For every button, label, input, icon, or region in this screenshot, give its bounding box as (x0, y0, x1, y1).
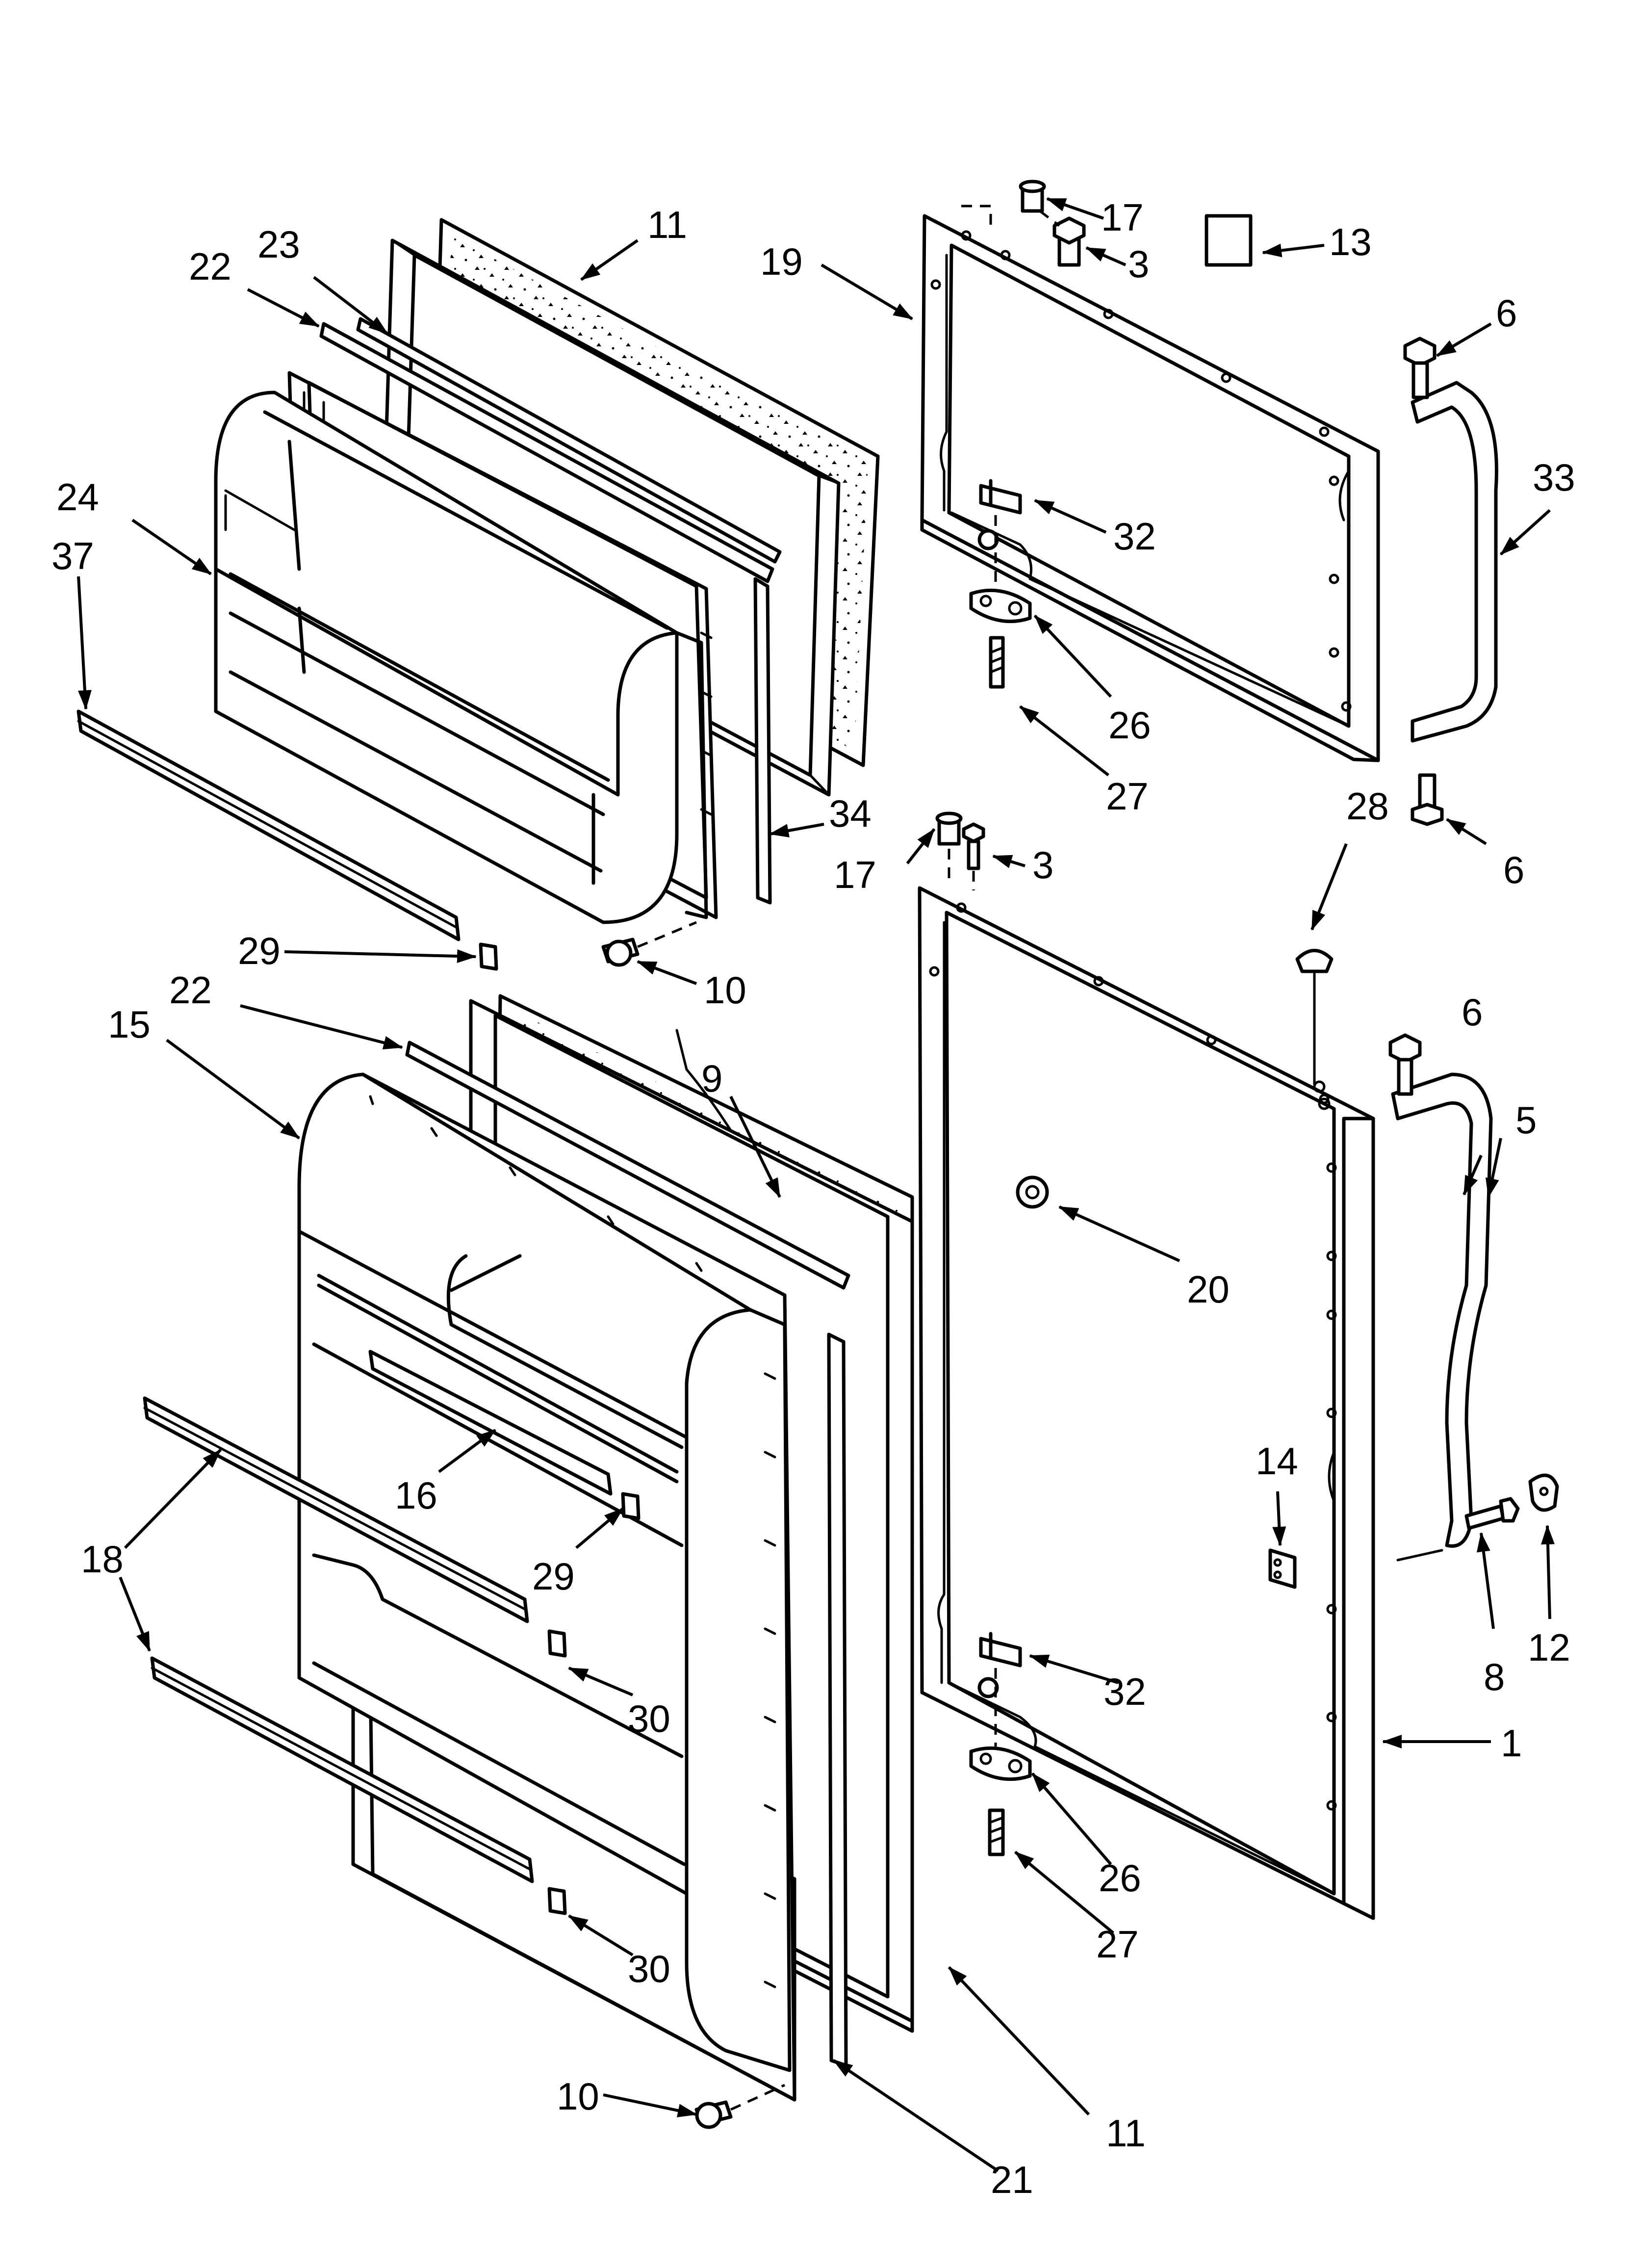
fresh-food-handle-5 (1391, 1072, 1493, 1562)
callout-3b: 3 (1032, 843, 1053, 886)
callout-15: 15 (108, 1003, 151, 1046)
callout-16: 16 (395, 1474, 437, 1517)
callout-23: 23 (257, 223, 300, 266)
lower-hinge-14 (1268, 1548, 1297, 1589)
callout-28: 28 (1346, 784, 1389, 828)
freezer-screw-10 (601, 921, 697, 967)
callout-32b: 32 (1103, 1670, 1146, 1713)
retainer-clip-29b (621, 1492, 641, 1520)
label-13 (1205, 214, 1253, 267)
fresh-food-trim-strip-22 (405, 1041, 850, 1290)
callout-27b: 27 (1096, 1923, 1139, 1966)
callout-11a: 11 (647, 203, 687, 246)
callout-6c: 6 (1462, 991, 1483, 1034)
callout-10a: 10 (704, 968, 746, 1012)
callout-29b: 29 (532, 1555, 575, 1598)
handle-screw-6c (1388, 1033, 1422, 1096)
lower-hinge-26 (969, 1668, 1032, 1781)
freezer-retainer-clip-29 (479, 942, 498, 971)
upper-screw-27 (989, 636, 1005, 689)
freezer-handle-33 (1411, 381, 1498, 743)
freezer-door-shelf-bar-37 (77, 709, 461, 941)
callout-17b: 17 (834, 853, 876, 896)
callout-20: 20 (1187, 1268, 1230, 1311)
callout-11b: 11 (1106, 2112, 1146, 2155)
retainer-clip-30a (547, 1629, 567, 1658)
upper-hinge-26 (969, 515, 1032, 624)
lower-top-fasteners-17-3 (935, 811, 985, 890)
callout-14: 14 (1256, 1439, 1298, 1483)
freezer-door-panel-19 (920, 214, 1380, 762)
callout-27a: 27 (1106, 775, 1149, 818)
callout-13: 13 (1329, 220, 1372, 263)
freezer-breaker-strip-34 (753, 577, 772, 905)
callout-21: 21 (991, 2158, 1033, 2201)
lower-hinge-32 (977, 1632, 1022, 1698)
callout-17a: 17 (1101, 196, 1144, 239)
callout-24: 24 (56, 475, 99, 519)
callout-18: 18 (81, 1538, 124, 1581)
freezer-trim-strip-22-23 (319, 317, 782, 583)
freezer-door-liner-24 (214, 391, 708, 924)
leader-lines (77, 197, 1555, 2172)
callout-labels: 17 3 13 19 6 33 32 26 27 28 6 17 3 11 23… (51, 196, 1575, 2201)
handle-screw-6a (1403, 337, 1437, 399)
door-plug-28 (1295, 949, 1334, 1086)
handle-screw-8 (1464, 1497, 1520, 1530)
lower-screw-27 (988, 1808, 1005, 1856)
callout-26a: 26 (1108, 704, 1151, 747)
retainer-clip-30b (547, 1887, 567, 1915)
callout-19: 19 (760, 240, 803, 283)
callout-8: 8 (1484, 1655, 1505, 1698)
top-fasteners-17-3 (961, 180, 1086, 267)
callout-37: 37 (51, 534, 94, 577)
callout-10b: 10 (557, 2075, 599, 2118)
callout-5: 5 (1515, 1098, 1537, 1142)
callout-22b: 22 (169, 968, 212, 1012)
callout-3a: 3 (1128, 242, 1149, 286)
upper-hinge-32 (977, 479, 1022, 550)
door-stop-20 (1016, 1175, 1049, 1209)
fresh-food-screw-10 (694, 2084, 786, 2129)
callout-22a: 22 (189, 245, 231, 288)
callout-12: 12 (1528, 1626, 1570, 1669)
fresh-food-shelf-bar-18-lower (150, 1656, 534, 1883)
callout-26b: 26 (1099, 1856, 1141, 1900)
callout-30a: 30 (628, 1697, 670, 1740)
callout-29a: 29 (238, 929, 281, 972)
callout-6a: 6 (1496, 291, 1517, 335)
callout-33: 33 (1533, 456, 1575, 499)
fresh-food-shelf-bar-18-upper (143, 1396, 529, 1623)
handle-cap-12 (1528, 1473, 1559, 1512)
callout-34: 34 (829, 792, 872, 835)
fresh-food-breaker-strip-21 (827, 1332, 848, 2067)
callout-9: 9 (701, 1057, 722, 1100)
callout-6b: 6 (1503, 848, 1524, 891)
callout-32a: 32 (1113, 515, 1156, 558)
handle-screw-6b (1411, 773, 1444, 826)
shelf-bar-16 (368, 1350, 613, 1496)
callout-1: 1 (1501, 1721, 1522, 1765)
callout-30b: 30 (628, 1947, 670, 1990)
